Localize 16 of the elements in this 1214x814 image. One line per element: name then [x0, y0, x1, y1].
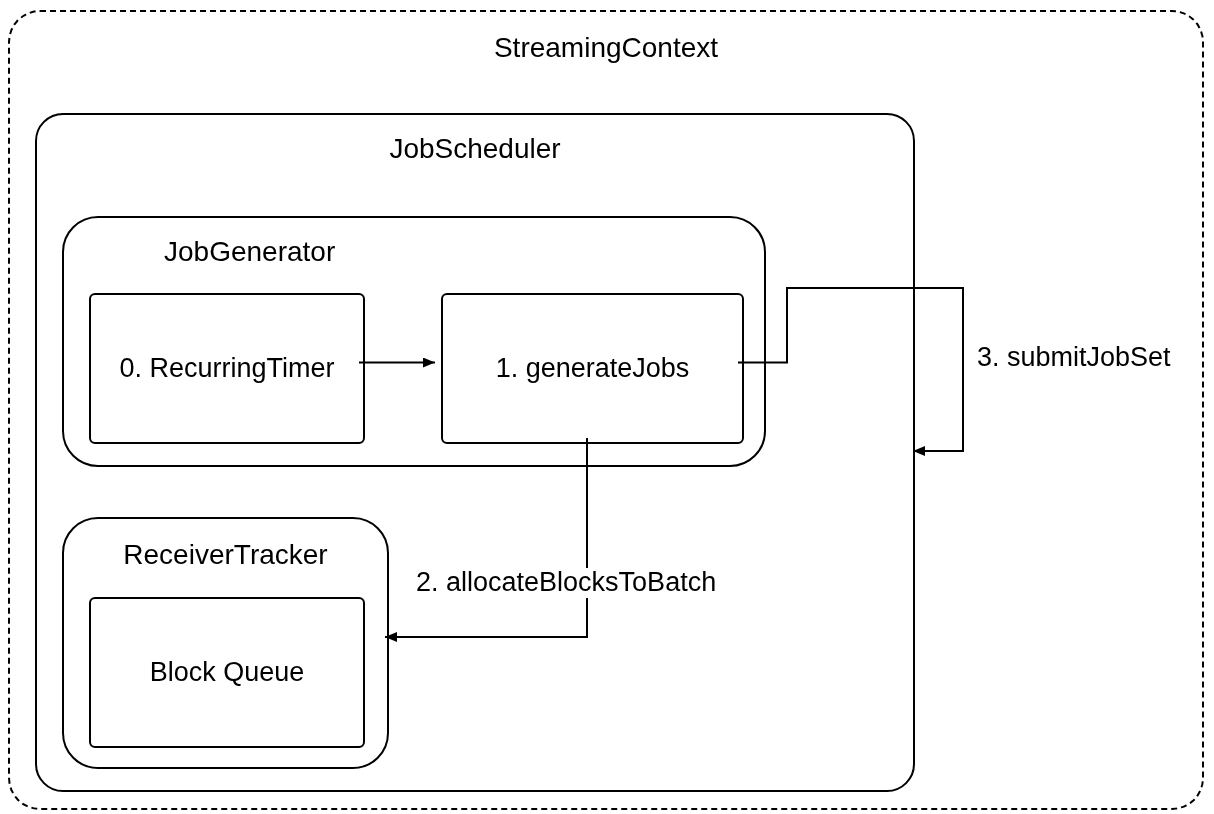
container-box	[35, 113, 915, 792]
group-title: StreamingContext	[493, 34, 719, 62]
arrow	[737, 287, 964, 456]
node-label: 1. generateJobs	[495, 353, 690, 384]
group-title: ReceiverTracker	[123, 541, 328, 569]
process-box	[441, 293, 744, 444]
container-box	[62, 216, 766, 467]
arrow	[384, 437, 588, 642]
node-label: 0. RecurringTimer	[119, 353, 335, 384]
node-label: Block Queue	[149, 657, 305, 688]
process-box	[89, 597, 365, 748]
process-box	[89, 293, 365, 444]
arrow	[358, 357, 436, 368]
group-title: JobGenerator	[164, 238, 336, 266]
container-box	[62, 517, 389, 769]
group-title: JobScheduler	[389, 135, 561, 163]
